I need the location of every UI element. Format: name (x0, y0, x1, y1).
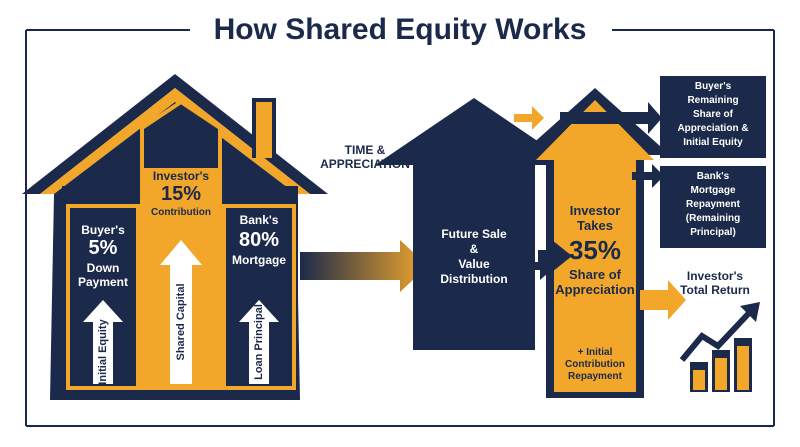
total-return-line1: Investor's (686, 269, 744, 283)
buyer-label: Buyer's (81, 223, 125, 237)
investor-takes-line4: Appreciation (555, 282, 635, 297)
buyer-box-line3: Share of (692, 109, 733, 120)
investor-takes-line1: Investor (569, 203, 621, 218)
initial-equity-label: Initial Equity (97, 319, 109, 385)
bank-box (660, 166, 766, 248)
arrow-right-icon (514, 106, 544, 130)
arrow-right-icon (300, 240, 428, 292)
time-label: TIME & (344, 143, 386, 157)
buyer-pct: 5% (88, 237, 118, 259)
bank-label: Bank's (239, 213, 279, 227)
growth-chart-icon (679, 302, 760, 392)
investor-extra3: Repayment (568, 371, 622, 382)
buyer-box-line5: Initial Equity (683, 137, 743, 148)
investor-extra2: Contribution (565, 359, 625, 370)
bank-box-line5: Principal) (690, 227, 736, 238)
total-return-line2: Total Return (680, 283, 750, 297)
future-line1: Future Sale (441, 227, 507, 241)
arrow-up-icon (160, 240, 202, 384)
page-title: How Shared Equity Works (213, 13, 587, 46)
appreciation-label: APPRECIATION (320, 157, 410, 171)
investor-takes-line3: Share of (568, 267, 621, 282)
future-line2: & (469, 242, 479, 256)
buyer-box-line4: Appreciation & (677, 123, 749, 134)
arrow-up-icon (239, 300, 279, 384)
bank-box-line1: Bank's (696, 171, 730, 182)
bank-box-line2: Mortgage (690, 185, 736, 196)
buyer-box-line2: Remaining (687, 95, 739, 106)
bank-pct: 80% (238, 229, 280, 251)
frame (25, 29, 775, 427)
bank-box-line4: (Remaining (685, 213, 741, 224)
buyer-box-line1: Buyer's (694, 81, 732, 92)
shared-capital-label: Shared Capital (175, 283, 187, 361)
future-line4: Distribution (440, 272, 508, 286)
future-line3: Value (458, 257, 490, 271)
arrow-right-icon (640, 280, 686, 320)
investor-takes-pct: 35% (568, 235, 622, 265)
bank-line1: Mortgage (232, 253, 286, 267)
buyer-box (660, 76, 766, 158)
bank-box-line3: Repayment (686, 199, 740, 210)
arrow-right-icon (560, 102, 662, 134)
arrow-right-icon (538, 240, 572, 272)
buyer-line1: Down (86, 261, 120, 275)
future-arrow (375, 98, 573, 350)
loan-principal-label: Loan Principal (253, 304, 265, 380)
investor-takes-line2: Takes (577, 218, 613, 233)
investor-pct: 15% (160, 183, 202, 205)
investor-arrow (536, 100, 654, 392)
arrow-up-icon (83, 300, 123, 384)
arrow-right-icon (514, 252, 556, 280)
investor-extra1: + Initial (577, 347, 613, 358)
investor-line1: Contribution (151, 207, 211, 218)
arrow-right-icon (632, 164, 664, 188)
buyer-line2: Payment (77, 275, 129, 289)
investor-label: Investor's (152, 169, 210, 183)
